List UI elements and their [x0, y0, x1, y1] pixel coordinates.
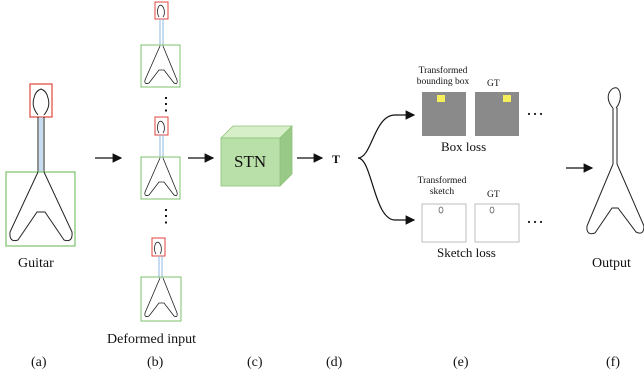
deformed-middle: [140, 116, 181, 200]
vertical-dots-1: ⋮: [157, 94, 175, 115]
transformed-bbox-marker: [437, 95, 445, 102]
horizontal-dots-2: …: [526, 207, 544, 227]
sketch-loss-label: Sketch loss: [437, 245, 496, 260]
output-label: Output: [592, 256, 631, 271]
guitar-label: Guitar: [18, 256, 54, 271]
guitar-head-box: [29, 83, 53, 118]
arrow-to-sketch-loss: [357, 157, 416, 225]
gt-bottom-label: GT: [487, 190, 500, 200]
panel-label-b: (b): [147, 355, 164, 370]
guitar-headstock: [32, 88, 50, 116]
horizontal-dots-1: …: [526, 99, 544, 119]
t-label: T: [332, 152, 341, 166]
gt-top-label: GT: [487, 79, 500, 89]
deformed-input-label: Deformed input: [107, 332, 197, 347]
panel-label-c: (c): [247, 355, 263, 370]
gt-bbox-marker: [503, 95, 511, 102]
output-guitar: [586, 87, 644, 235]
deformed-top: [140, 1, 181, 88]
arrow-to-box-loss: [357, 110, 416, 159]
gt-bbox-tile: [475, 92, 519, 136]
transformed-bbox-label: Transformed bounding box: [416, 66, 470, 87]
box-loss-label: Box loss: [441, 139, 487, 154]
panel-label-d: (d): [326, 355, 343, 370]
transformed-sketch-label: Transformed sketch: [417, 176, 467, 197]
transformed-sketch-tile: [421, 203, 467, 243]
vertical-dots-2: ⋮: [157, 206, 175, 227]
stn-label: STN: [234, 152, 267, 171]
panel-label-f: (f): [606, 355, 620, 370]
guitar-body-box: [5, 171, 76, 247]
transformed-sketch-mark: [438, 206, 444, 214]
guitar-body: [9, 171, 73, 242]
panel-label-a: (a): [31, 355, 47, 370]
deformed-bottom: [140, 237, 182, 322]
gt-sketch-mark: [489, 206, 495, 214]
stn-block: [220, 125, 293, 187]
panel-label-e: (e): [453, 355, 469, 370]
guitar-a: [5, 83, 76, 247]
gt-sketch-tile: [474, 203, 520, 243]
